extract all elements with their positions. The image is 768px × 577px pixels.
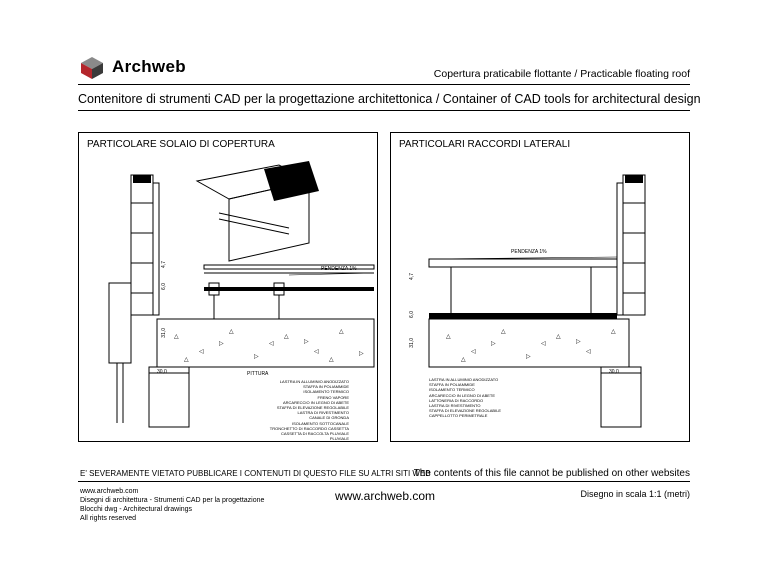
svg-text:▷: ▷ xyxy=(576,339,581,345)
roof-slab-drawing: △ ◁ △ ▷ △ ◁ △ ▷ △ ▷ ◁ ▷ △ xyxy=(108,161,375,428)
legend-item: STAFFA IN POLIAMMIDE xyxy=(303,384,349,390)
footer-credits: www.archweb.com Disegni di architettura … xyxy=(80,487,264,523)
footer-credit-line: Disegni di architettura - Strumenti CAD … xyxy=(80,497,265,504)
svg-text:△: △ xyxy=(339,329,344,335)
warning-italian: E' SEVERAMENTE VIETATO PUBBLICARE I CONT… xyxy=(80,469,431,478)
legend-item: CASSETTA DI RACCOLTA PLUVIALE xyxy=(280,431,349,437)
footer-credit-line: Blocchi dwg - Architectural drawings xyxy=(80,506,193,513)
dim-right-3: 31,0 xyxy=(409,338,415,348)
legend-item: FRENO VAPORE xyxy=(317,394,350,400)
svg-text:△: △ xyxy=(611,329,616,335)
dim-left-2: 6,0 xyxy=(161,283,167,290)
legend-item: ARCARECCIO IN LEGNO DI ABETE xyxy=(429,392,496,398)
dim-left-4: 30,0 xyxy=(157,369,167,375)
legend-item: ISOLAMENTO TERMICO xyxy=(429,387,475,393)
scale-note: Disegno in scala 1:1 (metri) xyxy=(580,489,690,499)
footer-website-link[interactable]: www.archweb.com xyxy=(335,489,436,503)
pittura-label: PITTURA xyxy=(247,371,269,377)
document-subtitle: Copertura praticabile flottante / Practi… xyxy=(433,68,690,80)
svg-text:△: △ xyxy=(174,334,179,340)
legend-item: ISOLAMENTO TERMICO xyxy=(303,389,349,395)
dim-right-1: 4,7 xyxy=(409,273,415,280)
svg-text:△: △ xyxy=(461,357,466,363)
legend-item: CAPPELLOTTO PERIMETRALE xyxy=(429,413,488,419)
svg-text:◁: ◁ xyxy=(541,341,546,347)
svg-text:△: △ xyxy=(329,357,334,363)
legend-item: LASTRA IN ALLUMINIO ANODIZZATO xyxy=(279,379,349,384)
svg-text:▷: ▷ xyxy=(491,341,496,347)
header-rule xyxy=(78,84,690,85)
panel-title-left: PARTICOLARE SOLAIO DI COPERTURA xyxy=(87,139,275,150)
legend-item: STAFFA IN POLIAMMIDE xyxy=(429,382,475,388)
legend-item: LASTRA DI RIVESTIMENTO xyxy=(429,403,481,409)
legend-item: STAFFA DI ELEVAZIONE REGOLABILE xyxy=(429,408,502,414)
footer-credit-line: All rights reserved xyxy=(80,515,137,522)
svg-text:△: △ xyxy=(284,334,289,340)
side-joints-drawing: △ ◁ △ ▷ △ ◁ △ △ ▷ ◁ ▷ xyxy=(428,174,646,428)
legend-item: LASTRA DI RIVESTIMENTO xyxy=(297,410,350,416)
legend-item: ISOLAMENTO SOTTOCANALE xyxy=(292,420,349,426)
footer-credit-line: www.archweb.com xyxy=(80,488,139,495)
legend-item: LASTRA IN ALLUMINIO ANODIZZATO xyxy=(429,377,499,382)
slope-label-left: PENDENZA 1% xyxy=(321,266,357,272)
svg-text:▷: ▷ xyxy=(359,351,364,357)
svg-text:△: △ xyxy=(556,334,561,340)
svg-text:◁: ◁ xyxy=(314,349,319,355)
dim-left-3: 31,0 xyxy=(161,328,167,338)
svg-text:△: △ xyxy=(501,329,506,335)
svg-text:◁: ◁ xyxy=(586,349,591,355)
legend-item: CANALE DI GRONDA xyxy=(309,415,349,421)
svg-text:△: △ xyxy=(446,334,451,340)
svg-text:◁: ◁ xyxy=(199,349,204,355)
legend-item: ARCARECCIO IN LEGNO DI ABETE xyxy=(282,399,349,405)
brand-name: Archweb xyxy=(112,57,186,76)
legend-item: TRONCHETTO DI RACCORDO CASSETTA xyxy=(269,425,349,431)
panel-roof-slab-detail: PARTICOLARE SOLAIO DI COPERTURA △ ◁ △ ▷ △ ◁ … xyxy=(78,132,378,442)
svg-text:◁: ◁ xyxy=(471,349,476,355)
svg-text:△: △ xyxy=(229,329,234,335)
svg-text:▷: ▷ xyxy=(254,354,259,360)
svg-text:◁: ◁ xyxy=(269,341,274,347)
panel-side-joints-detail: PARTICOLARI RACCORDI LATERALI △◁△ ▷△◁ △△… xyxy=(390,132,690,442)
dim-left-1: 4,7 xyxy=(161,261,167,268)
slope-label-right: PENDENZA 1% xyxy=(511,249,547,255)
svg-text:△: △ xyxy=(184,357,189,363)
svg-text:▷: ▷ xyxy=(304,339,309,345)
panel-title-right: PARTICOLARI RACCORDI LATERALI xyxy=(399,139,571,150)
footer-rule xyxy=(78,481,690,482)
svg-text:▷: ▷ xyxy=(219,341,224,347)
dim-right-4: 30,0 xyxy=(609,369,619,375)
dim-right-2: 6,0 xyxy=(409,311,415,318)
container-title: Contenitore di strumenti CAD per la prog… xyxy=(78,92,701,106)
legend-item: STAFFA DI ELEVAZIONE REGOLABILE xyxy=(276,405,349,411)
legend-item: PLUVIALE xyxy=(329,436,349,442)
svg-text:▷: ▷ xyxy=(526,354,531,360)
warning-english: The contents of this file cannot be publ… xyxy=(413,468,690,479)
header-rule-2 xyxy=(78,110,690,111)
legend-item: LATTONERIA DI RACCORDO xyxy=(429,397,484,403)
archweb-cube-icon xyxy=(80,56,104,80)
